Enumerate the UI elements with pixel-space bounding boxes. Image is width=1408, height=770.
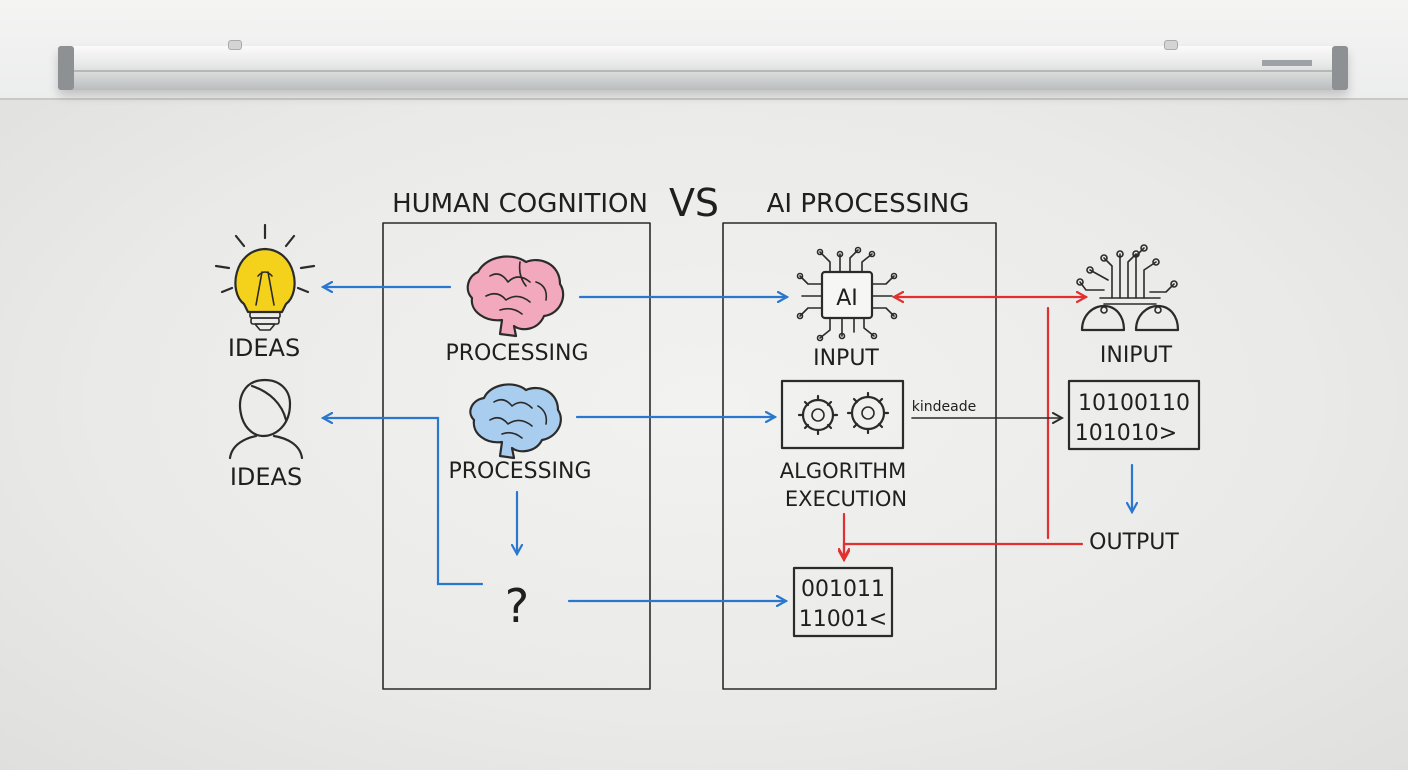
question-mark: ? xyxy=(505,579,529,633)
binary-box-bottom xyxy=(792,566,894,638)
vs-label: VS xyxy=(669,181,719,225)
binary-bottom-line2: 11001< xyxy=(799,607,887,632)
chip-label: AI xyxy=(836,286,858,311)
arrow-output-to-binary xyxy=(844,542,1084,558)
ideas-label-bottom: IDEAS xyxy=(230,463,302,491)
input-label-right: INIPUT xyxy=(1100,343,1173,368)
rail-label-plate xyxy=(1262,60,1312,66)
brain-icon-blue xyxy=(469,383,562,460)
chip-icon xyxy=(796,246,898,342)
rail-cap-left xyxy=(58,46,74,90)
human-cognition-title: HUMAN COGNITION xyxy=(392,189,648,219)
arrow-label: kindeade xyxy=(912,399,976,415)
processing-label-top: PROCESSING xyxy=(445,341,588,366)
circuit-hands-icon xyxy=(1076,244,1180,332)
binary-right-line2: 101010> xyxy=(1075,421,1177,446)
output-label: OUTPUT xyxy=(1089,530,1179,555)
human-panel xyxy=(382,222,651,690)
arrow-question-to-person xyxy=(323,418,484,586)
rail-groove xyxy=(74,70,1332,72)
binary-right-line1: 10100110 xyxy=(1078,391,1190,416)
whiteboard xyxy=(0,98,1408,770)
rail-cap-right xyxy=(1332,46,1348,90)
ideas-label-top: IDEAS xyxy=(228,334,300,362)
ai-processing-title: AI PROCESSING xyxy=(767,189,970,219)
algorithm-label-line2: EXECUTION xyxy=(785,487,907,511)
binary-box-right xyxy=(1067,379,1201,451)
gears-box xyxy=(780,379,905,450)
brain-icon-pink xyxy=(466,255,565,338)
projector-screen-rail xyxy=(58,46,1348,90)
input-label-left: INPUT xyxy=(813,346,879,371)
rail-hook-left xyxy=(228,40,242,50)
gears-icon xyxy=(797,391,890,436)
binary-bottom-line1: 001011 xyxy=(801,577,885,602)
person-icon xyxy=(228,378,304,460)
processing-label-bottom: PROCESSING xyxy=(448,459,591,484)
ai-panel xyxy=(722,222,997,690)
algorithm-label-line1: ALGORITHM xyxy=(780,459,906,483)
lightbulb-icon xyxy=(214,223,316,331)
rail-hook-right xyxy=(1164,40,1178,50)
